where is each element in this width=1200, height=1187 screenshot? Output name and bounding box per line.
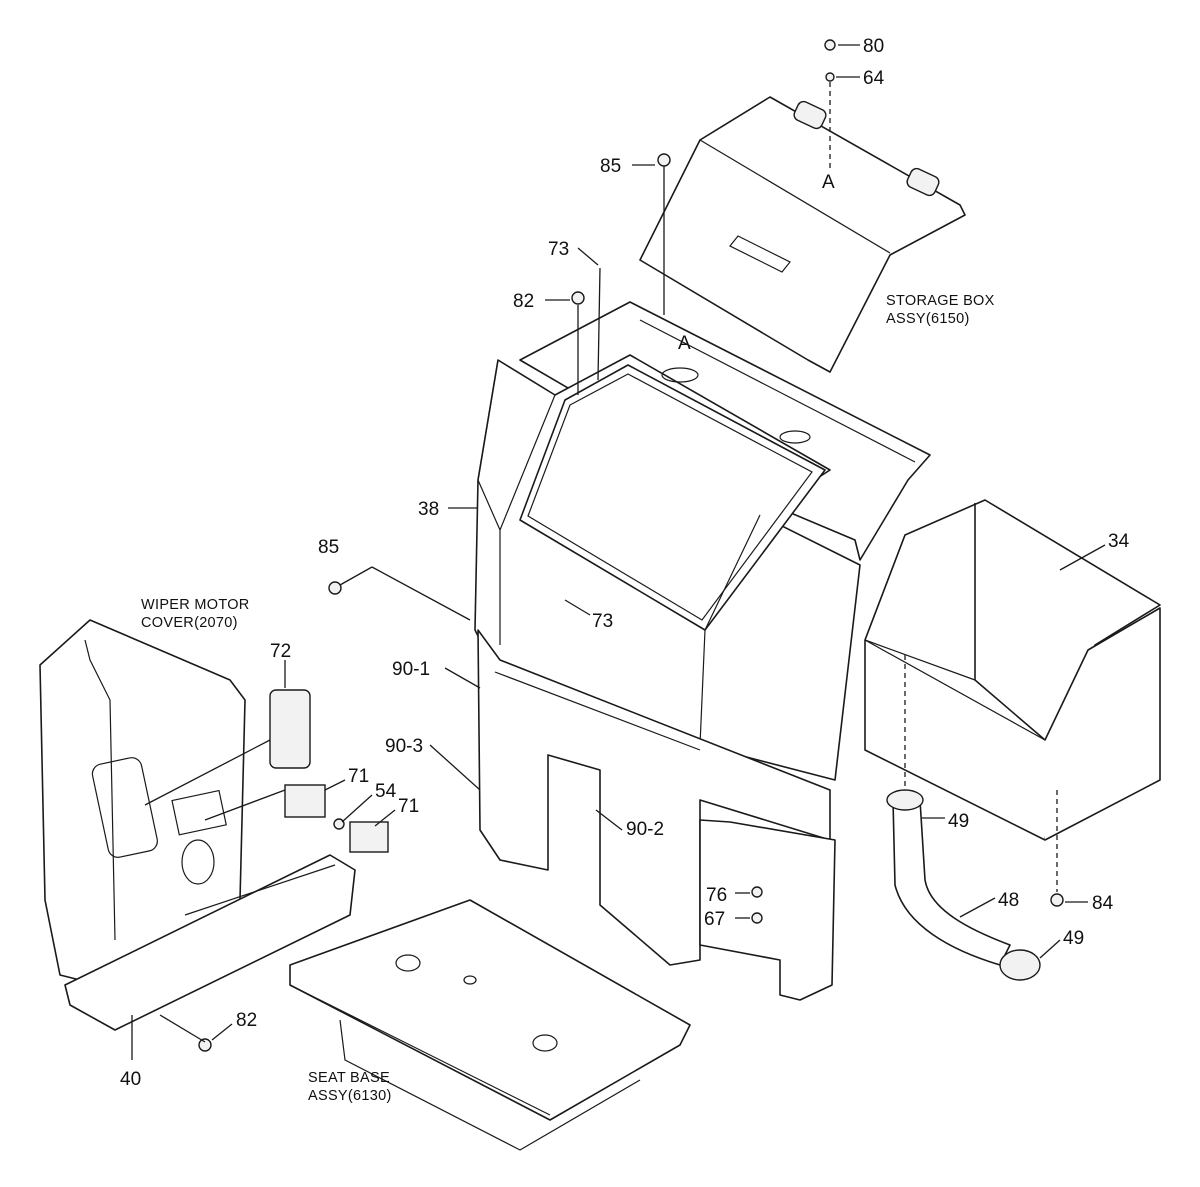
callout-76: 76: [706, 885, 727, 906]
callout-71-a: 71: [348, 766, 369, 787]
leader-lines: [131, 44, 1106, 1060]
right-lower-panel: [699, 819, 836, 1001]
small-parts: [198, 39, 1064, 1052]
callout-a-console: A: [678, 333, 691, 354]
trim-strip-40: [64, 854, 356, 1031]
callout-49-bottom: 49: [1063, 928, 1084, 949]
screw-85b: [328, 581, 342, 595]
grille-71a: [284, 784, 326, 818]
bolt-76: [751, 886, 763, 898]
caption-seat-1: SEAT BASE: [308, 1070, 390, 1086]
screw-54: [333, 818, 345, 830]
callout-73-top: 73: [548, 239, 569, 260]
callout-a-lid: A: [822, 172, 835, 193]
callout-67: 67: [704, 909, 725, 930]
console-cover-38: [474, 354, 861, 781]
seat-base-assy: [289, 899, 691, 1151]
callout-72: 72: [270, 641, 291, 662]
callout-85-left: 85: [318, 537, 339, 558]
callout-49-top: 49: [948, 811, 969, 832]
washer-67: [751, 912, 763, 924]
storage-box-lid: [639, 96, 966, 373]
callout-82-bottom: 82: [236, 1010, 257, 1031]
screw-82b: [198, 1038, 212, 1052]
screw-82a: [571, 291, 585, 305]
caption-storage-box-1: STORAGE BOX: [886, 293, 995, 309]
callout-48: 48: [998, 890, 1019, 911]
storage-box-34: [864, 499, 1161, 841]
callout-73-mid: 73: [592, 611, 613, 632]
caption-wiper-2: COVER(2070): [141, 615, 238, 631]
vent-72: [269, 689, 311, 769]
callout-80: 80: [863, 36, 884, 57]
assembly-captions: STORAGE BOX ASSY(6150) WIPER MOTOR COVER…: [141, 293, 995, 1104]
drain-hose-48: [886, 789, 1041, 981]
callout-90-1: 90-1: [392, 659, 430, 680]
bolt-80: [824, 39, 836, 51]
callout-90-2: 90-2: [626, 819, 664, 840]
caption-wiper-1: WIPER MOTOR: [141, 597, 250, 613]
grille-71b: [349, 821, 389, 853]
caption-storage-box-2: ASSY(6150): [886, 311, 970, 327]
callout-34: 34: [1108, 531, 1130, 552]
bolt-84: [1050, 893, 1064, 907]
callout-82-top: 82: [513, 291, 534, 312]
washer-64: [825, 72, 835, 82]
callout-90-3: 90-3: [385, 736, 423, 757]
callout-85-top: 85: [600, 156, 621, 177]
callout-40: 40: [120, 1069, 141, 1090]
caption-seat-2: ASSY(6130): [308, 1088, 392, 1104]
callout-84: 84: [1092, 893, 1114, 914]
callout-labels: 80 64 A 85 73 82 A 38 34 85 73 72 90-1 9…: [120, 36, 1130, 1090]
screw-85a: [657, 153, 671, 167]
callout-38: 38: [418, 499, 439, 520]
callout-54: 54: [375, 781, 397, 802]
lower-panel-90-1: [477, 629, 831, 966]
callout-64: 64: [863, 68, 885, 89]
callout-71-b: 71: [398, 796, 419, 817]
